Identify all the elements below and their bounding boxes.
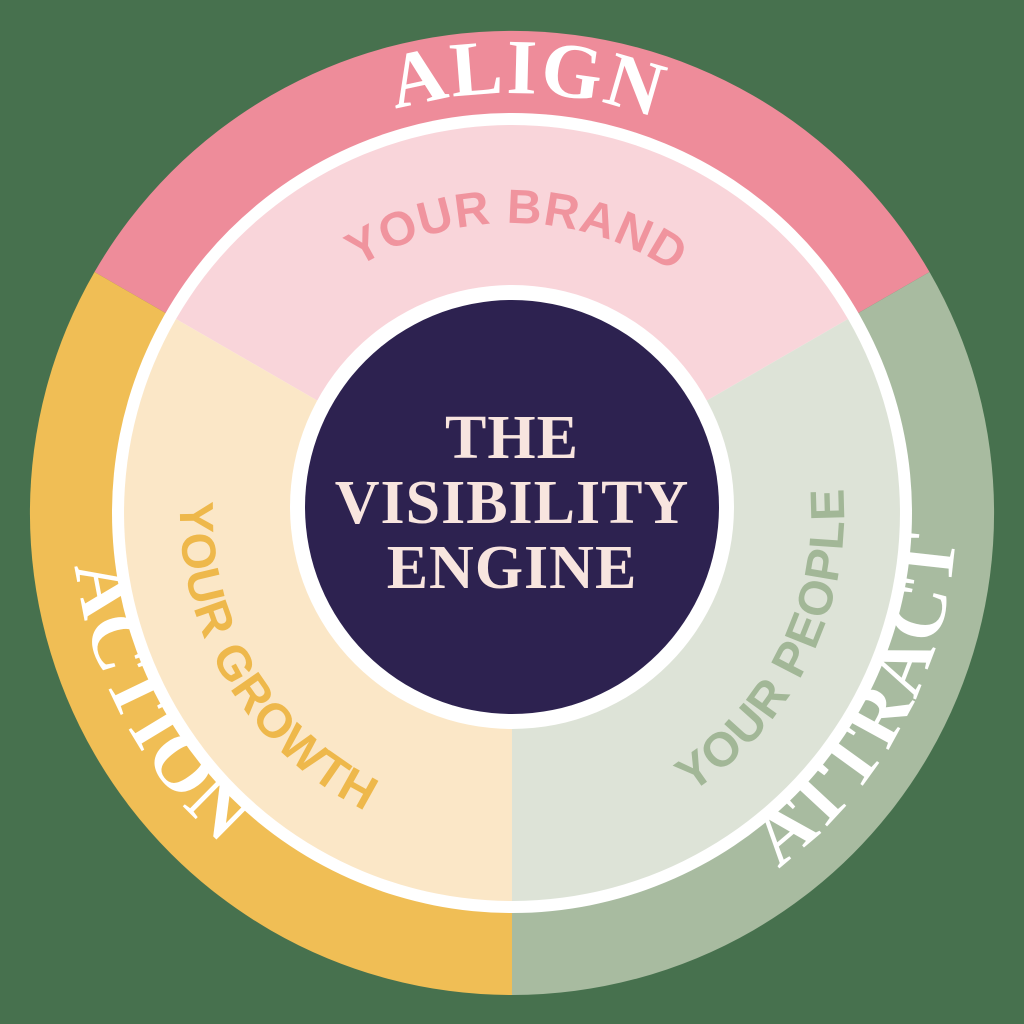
center-title-line-2: VISIBILITY	[335, 469, 690, 537]
center-title-line-1: THE	[445, 404, 579, 472]
center-circle	[305, 300, 719, 714]
center-title: THE VISIBILITY ENGINE	[335, 404, 690, 602]
center-title-line-3: ENGINE	[387, 534, 638, 602]
